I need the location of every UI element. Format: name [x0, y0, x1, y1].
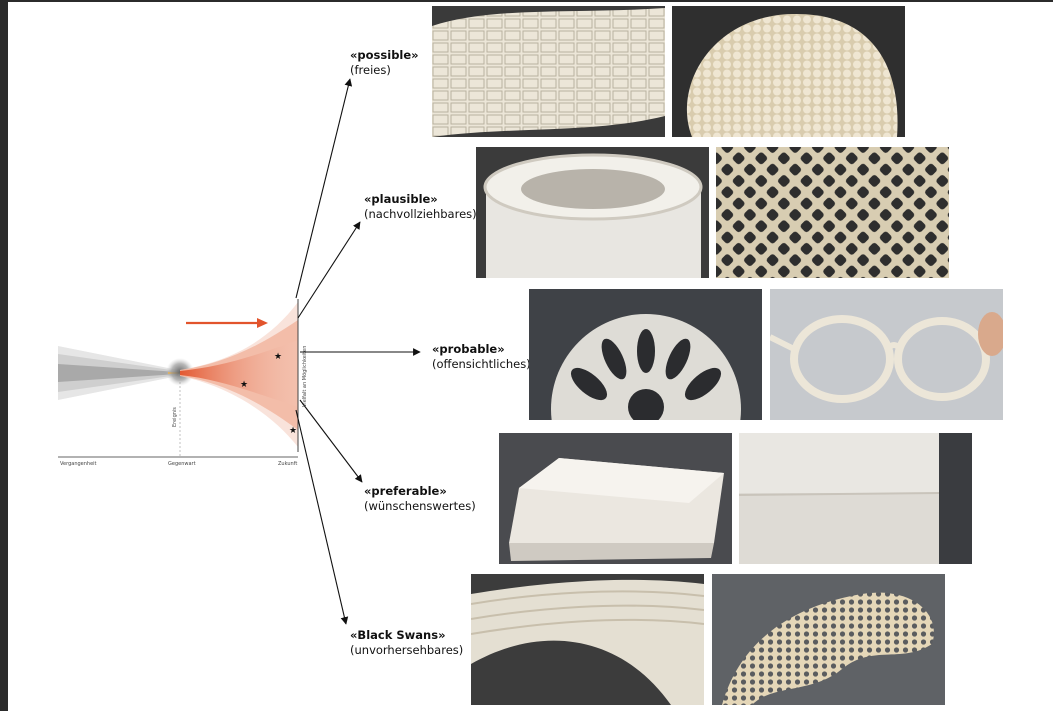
star-marker: ★	[274, 351, 282, 361]
timeline-present: Gegenwart	[168, 461, 196, 467]
photo-foam-closeup	[739, 433, 972, 564]
photo-honeycomb-lace	[712, 574, 945, 705]
direction-arrow	[186, 318, 268, 328]
future-subtitle: (wünschenswertes)	[364, 499, 476, 514]
future-title: «possible»	[350, 48, 419, 63]
event-label: Ereignis	[172, 407, 178, 427]
arrow-possible	[296, 79, 350, 298]
photo-radial-gear	[529, 289, 762, 420]
future-title: «probable»	[432, 342, 531, 357]
timeline-future: Zukunft	[278, 461, 297, 467]
future-label-preferable: «preferable» (wünschenswertes)	[364, 484, 476, 514]
arrow-preferable	[300, 400, 362, 482]
future-subtitle: (unvorhersehbares)	[350, 643, 463, 658]
arrow-plausible	[298, 222, 360, 318]
arrow-black-swans	[296, 410, 346, 624]
future-title: «Black Swans»	[350, 628, 463, 643]
photo-layered-sheet	[471, 574, 704, 705]
photo-beaded-surface	[672, 6, 905, 137]
star-marker: ★	[240, 379, 248, 389]
future-title: «preferable»	[364, 484, 476, 499]
photo-scaly-membrane	[432, 6, 665, 137]
slide: ★ ★ ★ Ereignis Vielfalt an Möglichkeiten…	[8, 2, 1053, 711]
future-subtitle: (freies)	[350, 63, 419, 78]
future-subtitle: (offensichtliches)	[432, 357, 531, 372]
future-title: «plausible»	[364, 192, 477, 207]
photo-lattice-mesh	[716, 147, 949, 278]
cone-label: Vielfalt an Möglichkeiten	[302, 346, 308, 407]
future-subtitle: (nachvollziehbares)	[364, 207, 477, 222]
future-label-probable: «probable» (offensichtliches)	[432, 342, 531, 372]
past-funnel	[58, 346, 180, 400]
future-label-plausible: «plausible» (nachvollziehbares)	[364, 192, 477, 222]
star-marker: ★	[289, 425, 297, 435]
future-label-black-swans: «Black Swans» (unvorhersehbares)	[350, 628, 463, 658]
photo-foam-block	[499, 433, 732, 564]
photo-eyeglasses	[770, 289, 1003, 420]
photo-hollow-cylinder	[476, 147, 709, 278]
future-label-possible: «possible» (freies)	[350, 48, 419, 78]
timeline-past: Vergangenheit	[60, 461, 97, 467]
